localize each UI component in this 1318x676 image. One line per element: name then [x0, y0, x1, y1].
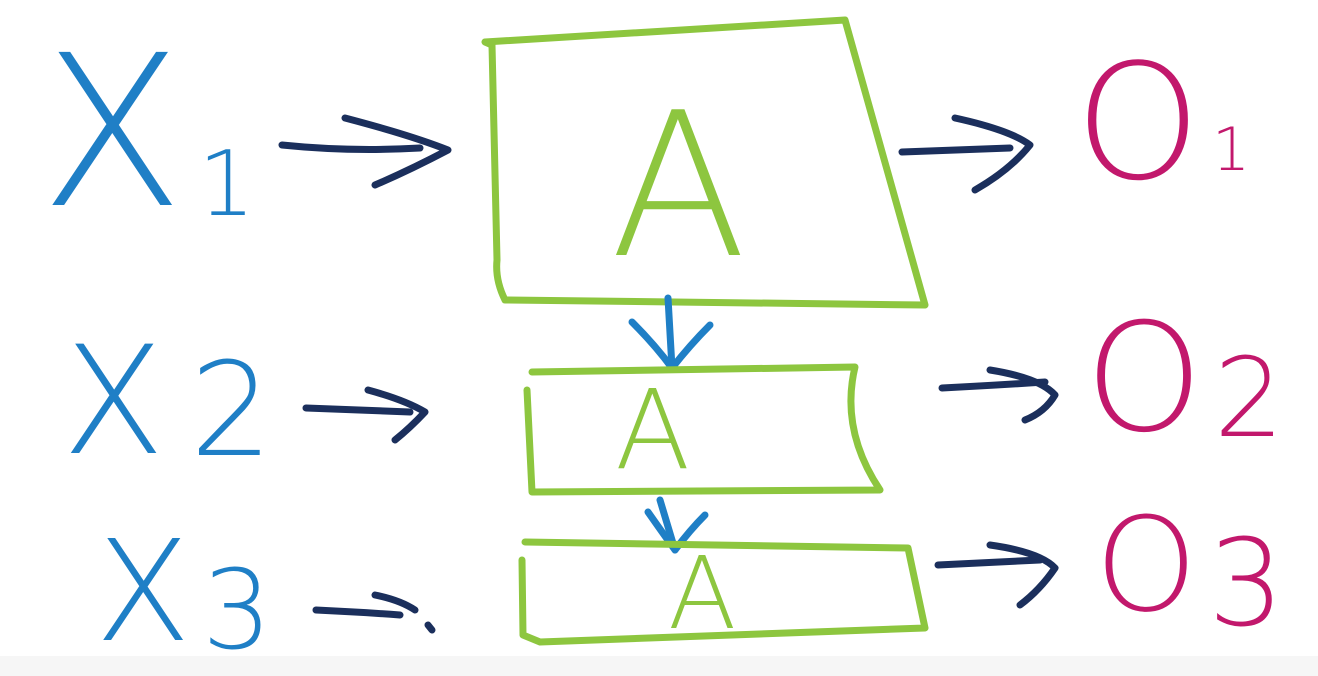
output-o3-subscript: 3 [1208, 515, 1284, 654]
cell-box-1 [481, 16, 929, 309]
arrow-cell1-to-o1 [898, 114, 1034, 194]
bottom-strip [0, 656, 1318, 676]
row-1: X 1 A O 1 [40, 10, 1250, 309]
arrow-x2-to-cell [302, 386, 429, 444]
arrow-x1-to-cell [278, 114, 452, 189]
cell-box-2 [523, 363, 884, 496]
input-x2-letter: X [62, 315, 165, 489]
output-o3-letter: O [1095, 489, 1197, 641]
output-o1-letter: O [1075, 29, 1201, 216]
arrow-cell2-to-o2 [938, 366, 1059, 424]
input-x2-subscript: 2 [190, 334, 273, 486]
input-x1-subscript: 1 [198, 132, 255, 237]
row-3: X 3 A O 3 [95, 489, 1284, 674]
cell-1-label: A [610, 70, 747, 303]
arrow-cell3-to-o3 [934, 541, 1059, 609]
cell-box-3 [518, 538, 929, 646]
row-2: X 2 A O 2 [62, 292, 1284, 496]
output-o1-subscript: 1 [1212, 115, 1250, 185]
output-o2-subscript: 2 [1214, 334, 1284, 462]
arrow-x3-to-cell [312, 591, 436, 634]
cell-3-label: A [668, 535, 736, 652]
input-x3-subscript: 3 [202, 546, 272, 674]
input-x3-letter: X [95, 511, 191, 674]
output-o2-letter: O [1085, 292, 1203, 466]
cell-2-label: A [615, 366, 690, 494]
input-x1-letter: X [40, 10, 184, 255]
